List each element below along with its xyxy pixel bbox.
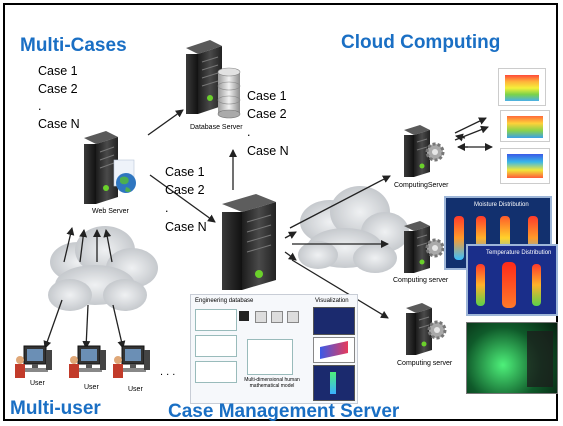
diagram-border (3, 3, 558, 421)
computing-server-icon-3 (406, 303, 447, 355)
case-item: Case 2 (165, 183, 205, 197)
case-item: Case 1 (165, 165, 205, 179)
result-chart-thumbnail-2 (500, 110, 550, 142)
multi-user-title: Multi-user (10, 398, 101, 419)
computing-server-icon-2 (404, 221, 445, 273)
engineering-database-collage: Engineering database Visualization Multi… (190, 294, 358, 404)
case-item: . (247, 125, 251, 139)
computing-server-label-1: ComputingServer (394, 182, 449, 189)
temperature-distribution-window: Temperature Distribution (466, 244, 558, 316)
connection-arrows (43, 109, 493, 349)
visualization-label: Visualization (315, 298, 349, 304)
web-server-icon (84, 131, 136, 204)
user-label-2: User (84, 384, 99, 391)
user-label-1: User (30, 380, 45, 387)
database-server-label: Database Server (190, 124, 243, 131)
temperature-distribution-title: Temperature Distribution (486, 250, 552, 256)
computing-server-label-2: Computing server (393, 277, 449, 284)
user-label-3: User (128, 386, 143, 393)
computing-server-label-3: Computing server (397, 360, 453, 367)
case-item: Case 1 (247, 89, 287, 103)
moisture-distribution-title: Moisture Distribution (474, 202, 529, 208)
case-item: . (165, 201, 169, 215)
case-item: Case N (38, 117, 80, 131)
case-item: Case 2 (247, 107, 287, 121)
user-workstation-icon-2 (69, 345, 106, 378)
green-visualization-window (466, 322, 558, 394)
model-caption: Multi-dimensional human mathematical mod… (244, 377, 300, 389)
multi-cases-title: Multi-Cases (20, 35, 127, 56)
case-item: . (38, 99, 42, 113)
database-server-icon (186, 40, 241, 119)
engineering-database-label: Engineering database (195, 298, 254, 304)
computing-server-icon-1 (404, 125, 445, 177)
web-server-label: Web Server (92, 208, 129, 215)
result-chart-thumbnail-3 (500, 148, 550, 184)
cloud-left (48, 226, 158, 311)
case-item: Case 1 (38, 64, 78, 78)
user-workstation-icon-1 (15, 345, 52, 378)
case-item: Case N (247, 144, 289, 158)
case-item: Case 2 (38, 82, 78, 96)
case-item: Case N (165, 220, 207, 234)
user-workstation-icon-3 (113, 345, 150, 378)
result-chart-thumbnail-1 (498, 68, 546, 106)
case-management-server-icon (222, 194, 276, 290)
cloud-computing-title: Cloud Computing (341, 32, 501, 53)
case-management-server-title: Case Management Server (168, 401, 400, 422)
users-ellipsis: . . . (160, 366, 176, 378)
cloud-right (298, 186, 409, 273)
